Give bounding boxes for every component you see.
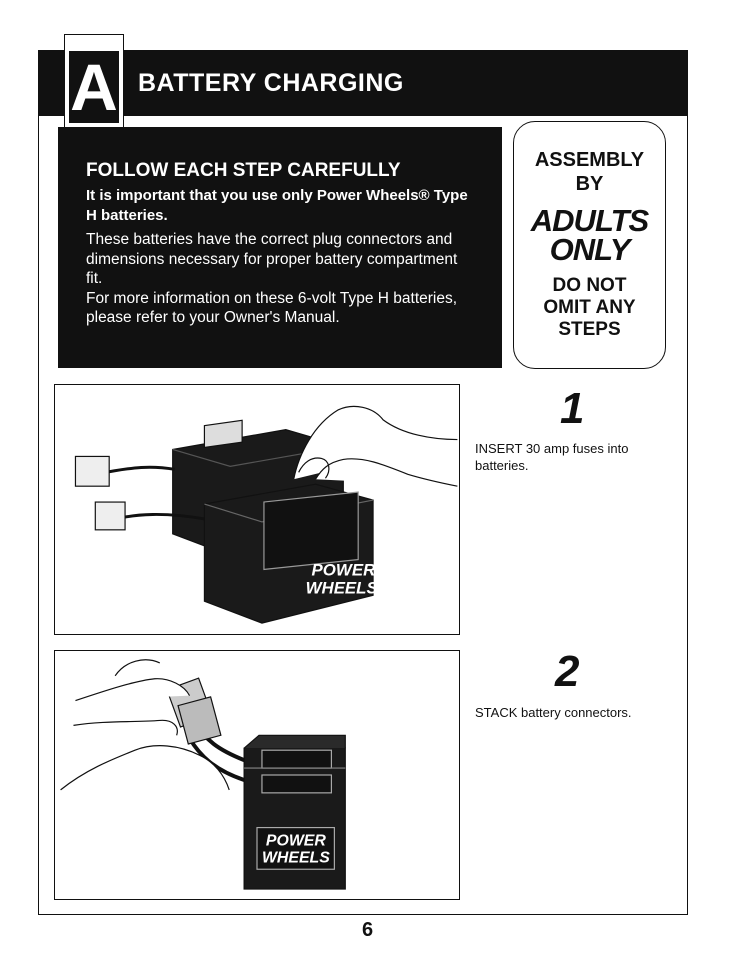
step-1-instruction: INSERT 30 amp fuses into batteries. (475, 441, 629, 473)
battery-label-wheels: WHEELS (306, 578, 379, 597)
connector-stack-drawing: POWER WHEELS (60, 659, 346, 890)
page-number: 6 (361, 919, 374, 941)
notice-line-assembly: ASSEMBLY (534, 149, 645, 171)
notice-line-by: BY (575, 173, 604, 195)
notice-line-only: ONLY (549, 232, 631, 267)
battery-fuse-drawing: POWER WHEELS (74, 405, 458, 624)
battery-label-power-2: POWER (266, 832, 326, 849)
step-2-number: 2 (555, 647, 580, 696)
info-panel: FOLLOW EACH STEP CAREFULLY It is importa… (58, 127, 502, 368)
battery-label-wheels-2: WHEELS (262, 849, 330, 866)
notice-line-do-not: DO NOT (552, 275, 627, 296)
section-letter: A (69, 50, 119, 124)
info-heading: FOLLOW EACH STEP CAREFULLY (86, 160, 401, 181)
notice-line-adults: ADULTS (530, 203, 649, 238)
notice-line-omit-any: OMIT ANY (543, 297, 636, 318)
info-paragraph-1: These batteries have the correct plug co… (86, 231, 458, 287)
info-paragraph-2: For more information on these 6-volt Typ… (86, 289, 458, 327)
adult-assembly-notice: ASSEMBLY BY ADULTS ONLY DO NOT OMIT ANY … (513, 121, 666, 369)
header-bar (38, 50, 688, 116)
page-title: BATTERY CHARGING (138, 69, 404, 97)
notice-line-steps: STEPS (558, 319, 621, 340)
battery-label-power: POWER (312, 560, 377, 579)
step-2-instruction: STACK battery connectors. (475, 705, 632, 720)
step-1-illustration: POWER WHEELS (54, 384, 460, 635)
section-letter-box: A (64, 34, 124, 129)
step-1-number: 1 (560, 384, 585, 433)
info-bold-text: It is important that you use only Power … (86, 187, 468, 224)
step-2-illustration: POWER WHEELS (54, 650, 460, 900)
